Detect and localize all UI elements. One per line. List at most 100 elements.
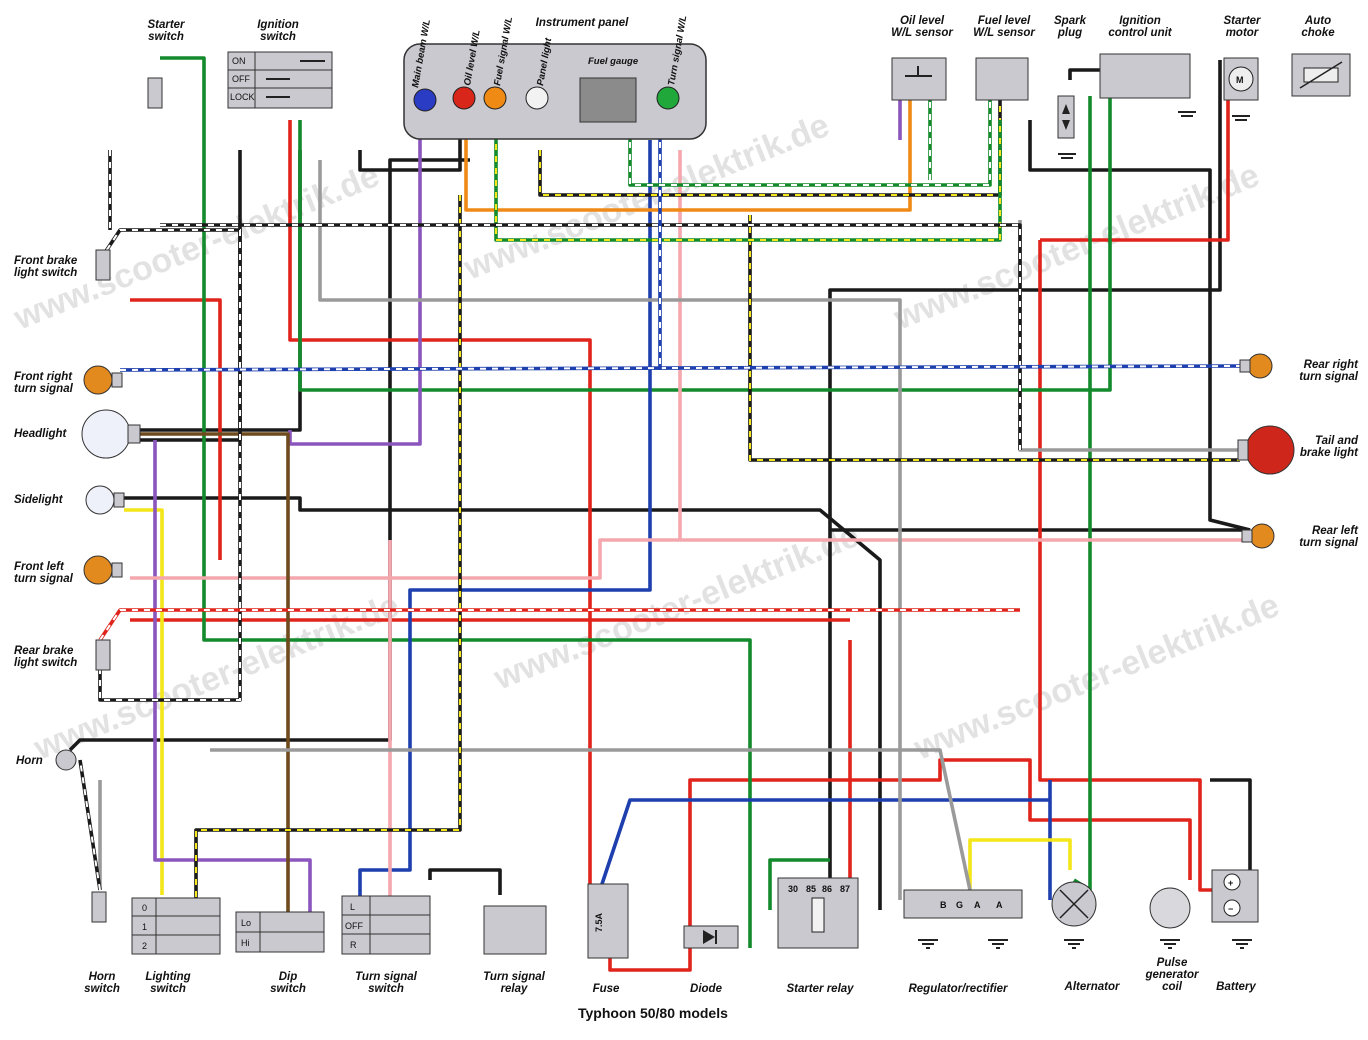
relay-pin-30: 30	[788, 884, 798, 894]
dip-pos-hi: Hi	[241, 938, 250, 948]
motor-icon	[1228, 66, 1254, 92]
front-brake-switch-body	[95, 249, 111, 281]
turn-pos-l: L	[350, 902, 355, 912]
wire-stripe-41	[749, 215, 1240, 461]
fuse: 7.5A	[587, 883, 629, 959]
wire-orange-34	[464, 90, 912, 212]
dip-switch: Lo Hi	[235, 911, 325, 953]
wire-black-yellow-41	[748, 215, 1240, 462]
wire-black-8	[1068, 68, 1100, 80]
rear-brake-switch-body	[95, 639, 111, 671]
front-lamps	[81, 365, 141, 585]
wire-black-0	[358, 130, 462, 172]
oil-level-sensor	[891, 57, 947, 101]
sidelight-label: Sidelight	[14, 494, 64, 506]
regulator-rectifier: B G A A	[903, 889, 1023, 919]
fuel-gauge-meter	[579, 77, 637, 123]
watermark-1: www.scooter-elektrik.de	[8, 156, 385, 338]
battery-plus: +	[1228, 878, 1233, 888]
starter-relay-label: Starter relay	[786, 983, 854, 995]
horn-label: Horn	[16, 755, 43, 767]
wire-red-12	[288, 120, 592, 884]
starter-relay: 30 85 86 87	[777, 877, 859, 949]
wire-stripe-48	[79, 759, 101, 891]
wire-yellow-26	[968, 838, 1072, 890]
wire-brown-33	[140, 432, 290, 912]
turn-signal-lamp-icon	[656, 86, 680, 110]
dip-pos-lo: Lo	[241, 918, 251, 928]
fuse-label: Fuse	[593, 983, 620, 995]
turn-signal-relay	[483, 905, 547, 955]
rear-left-turn-signal-icon	[1249, 523, 1275, 549]
relay-pin-85: 85	[806, 884, 816, 894]
instrument-panel: Main beam W/L Oil level W/L Fuel signal …	[403, 14, 707, 140]
turn-pos-off: OFF	[345, 921, 363, 931]
wire-green-19	[298, 96, 1112, 392]
tail-brake-light-icon	[1245, 425, 1295, 475]
relay-pin-87: 87	[840, 884, 850, 894]
alternator-label: Alternator	[1064, 981, 1120, 993]
panel-light-lamp-icon	[525, 86, 549, 110]
wire-layer	[68, 56, 1252, 972]
reg-pin-a1: A	[974, 900, 981, 910]
headlight-icon	[81, 409, 131, 459]
wire-stripe-44	[160, 224, 1021, 450]
pulse-generator-coil	[1149, 887, 1191, 929]
turn-signal-switch: L OFF R	[341, 895, 431, 955]
wire-red-14	[1040, 60, 1230, 242]
wire-blue-white-45	[119, 364, 1241, 372]
wire-black-10	[428, 868, 502, 895]
battery-minus: −	[1228, 904, 1233, 914]
regulator-rectifier-label: Regulator/rectifier	[908, 983, 1008, 995]
wire-green-20	[1073, 96, 1092, 892]
wire-purple-28	[153, 440, 312, 912]
wire-black-1	[128, 150, 302, 432]
wire-red-13	[1038, 240, 1212, 892]
wire-purple-27	[288, 130, 422, 446]
wire-stripe-39	[195, 195, 461, 898]
horn-switch-body	[91, 891, 107, 923]
auto-choke	[1291, 53, 1351, 97]
diode	[683, 925, 739, 949]
lighting-switch: 0 1 2	[131, 897, 221, 955]
lighting-pos-2: 2	[142, 941, 147, 951]
wire-yellow-25	[124, 508, 164, 895]
watermark-6: www.scooter-elektrik.de	[908, 586, 1285, 768]
wire-grey-36	[318, 160, 902, 900]
wire-stripe-42	[495, 120, 1001, 241]
wire-blue-22	[358, 140, 652, 896]
horn-icon	[55, 749, 77, 771]
diode-label: Diode	[690, 983, 723, 995]
fuse-rating: 7.5A	[594, 912, 604, 932]
ignition-pos-lock: LOCK	[230, 92, 255, 102]
lighting-pos-1: 1	[142, 922, 147, 932]
wire-green-18	[160, 56, 752, 948]
fuel-gauge-label: Fuel gauge	[588, 56, 639, 67]
wire-stripe-49	[99, 609, 1020, 641]
instrument-panel-label: Instrument panel	[536, 17, 629, 29]
diagram-title: Typhoon 50/80 models	[578, 1005, 728, 1021]
wire-stripe-47	[629, 90, 991, 186]
wire-pink-30	[130, 150, 682, 580]
left-switches	[55, 77, 163, 923]
ground-symbols	[918, 939, 1252, 949]
